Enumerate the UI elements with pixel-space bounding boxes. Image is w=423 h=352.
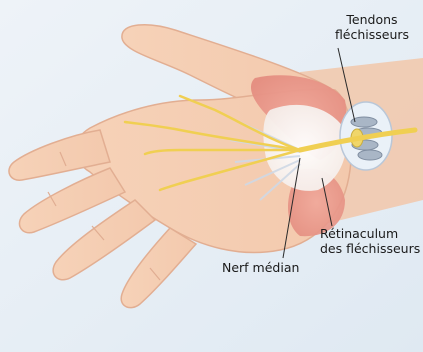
tendons-label: Tendons fléchisseurs [322, 12, 422, 42]
tendons-label-line1: Tendons [322, 12, 422, 27]
retinaculum-label: Rétinaculum des fléchisseurs [320, 226, 420, 256]
retinaculum-label-line2: des fléchisseurs [320, 241, 420, 256]
retinaculum-label-line1: Rétinaculum [320, 226, 420, 241]
nerve-label: Nerf médian [222, 260, 299, 275]
tendons-label-line2: fléchisseurs [322, 27, 422, 42]
